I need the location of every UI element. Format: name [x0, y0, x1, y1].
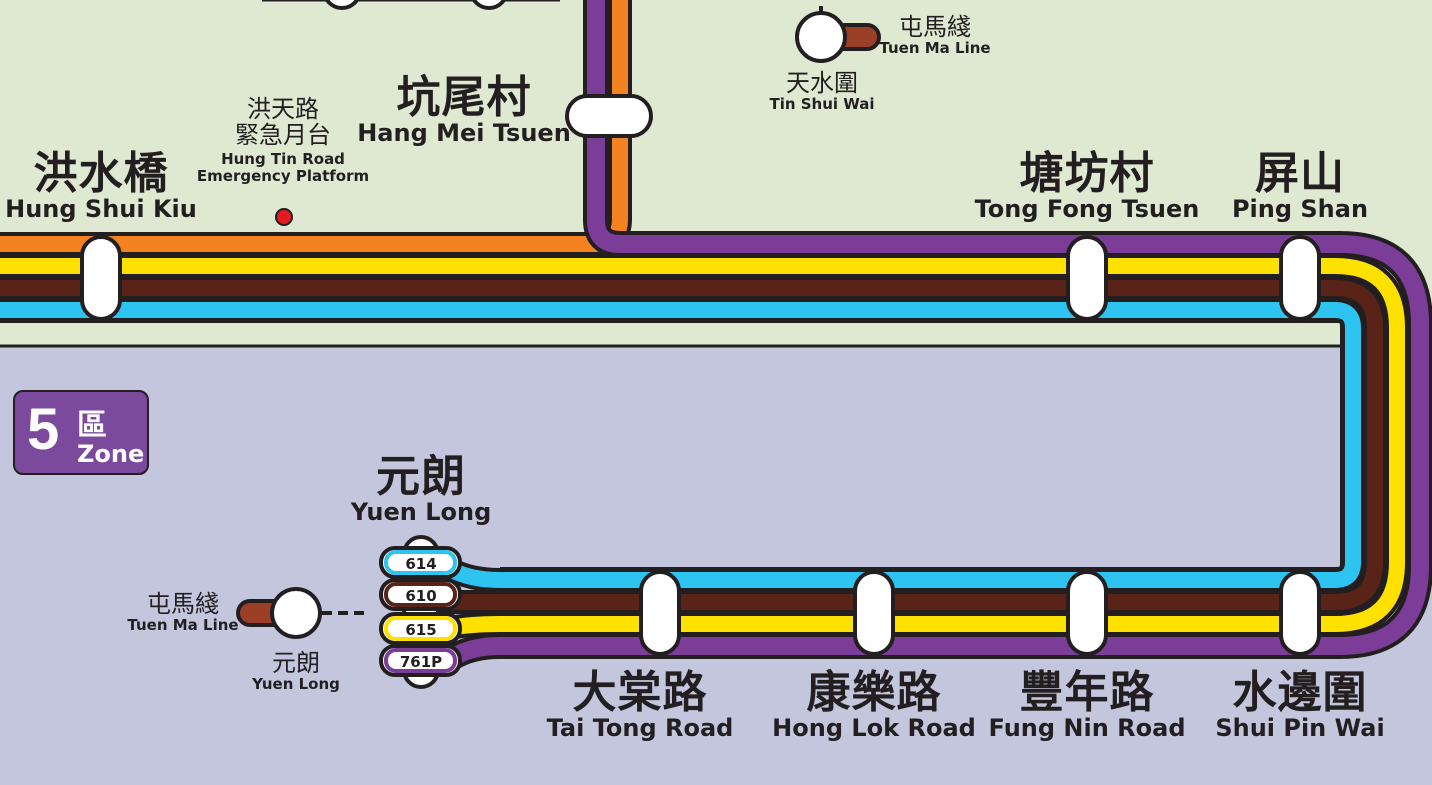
station-name-en: Yuen Long — [252, 675, 340, 694]
stop-marker-tong-fong-tsuen — [1066, 235, 1108, 321]
stop-marker-hang-mei-tsuen — [565, 94, 653, 138]
tin-shui-wai-mtr-marker — [795, 6, 881, 63]
station-name-zh: 康樂路 — [806, 667, 942, 718]
stop-marker-fung-nin-road — [1066, 570, 1108, 656]
station-name-zh: 大棠路 — [572, 667, 708, 718]
station-tin-shui-wai[interactable]: 天水圍 Tin Shui Wai — [769, 70, 874, 114]
tuen-ma-line-label-top: 屯馬綫 Tuen Ma Line — [879, 14, 990, 58]
line-name-zh: 屯馬綫 — [898, 13, 971, 41]
station-hong-lok-road[interactable]: 康樂路 Hong Lok Road — [772, 667, 976, 742]
line-name-zh: 屯馬綫 — [146, 590, 219, 618]
stop-marker-hong-lok-road — [853, 570, 895, 656]
station-tai-tong-road[interactable]: 大棠路 Tai Tong Road — [546, 667, 734, 742]
station-name-en: Shui Pin Wai — [1215, 714, 1385, 742]
station-name-zh: 屏山 — [1255, 148, 1345, 199]
station-yuen-long-mtr[interactable]: 元朗 Yuen Long — [252, 650, 340, 694]
station-marker-top-1 — [324, 0, 360, 10]
station-name-zh: 塘坊村 — [1019, 148, 1155, 199]
station-name-en: Tong Fong Tsuen — [974, 195, 1200, 223]
station-name-zh: 水邊圍 — [1232, 667, 1368, 718]
stop-marker-shui-pin-wai — [1279, 570, 1321, 656]
station-name-en: Ping Shan — [1231, 195, 1369, 223]
station-name-zh: 元朗 — [375, 451, 466, 502]
zone-label-en: Zone — [77, 440, 145, 468]
station-name-en: Tai Tong Road — [546, 714, 734, 742]
station-name-zh: 豐年路 — [1019, 667, 1155, 718]
station-name-zh: 元朗 — [272, 649, 320, 677]
route-610-line — [0, 276, 1387, 614]
station-yuen-long[interactable]: 元朗 Yuen Long — [350, 451, 492, 526]
route-610-label: 610 — [405, 587, 436, 605]
station-hung-tin-road[interactable]: 洪天路 緊急月台 Hung Tin Road Emergency Platfor… — [197, 96, 369, 185]
route-614-line — [0, 298, 1365, 592]
tuen-ma-line-label-bottom: 屯馬綫 Tuen Ma Line — [127, 591, 238, 635]
station-marker-top-2 — [471, 0, 507, 10]
yuen-long-terminus: 614 610 615 761P — [379, 535, 462, 689]
station-name-en: Fung Nin Road — [988, 714, 1186, 742]
station-ping-shan[interactable]: 屏山 Ping Shan — [1231, 148, 1369, 223]
station-name-en: Hang Mei Tsuen — [357, 119, 571, 147]
zone-badge: 5 區 Zone — [13, 390, 149, 475]
route-761P-label: 761P — [400, 653, 442, 671]
station-name-zh: 天水圍 — [785, 69, 858, 97]
station-name-zh-line1: 洪天路 — [247, 95, 319, 123]
station-hung-shui-kiu[interactable]: 洪水橋 Hung Shui Kiu — [5, 148, 197, 223]
station-name-zh: 洪水橋 — [33, 148, 169, 199]
emergency-platform-dot — [275, 208, 293, 226]
station-shui-pin-wai[interactable]: 水邊圍 Shui Pin Wai — [1215, 667, 1385, 742]
station-name-en: Tin Shui Wai — [769, 95, 875, 114]
station-name-en: Hung Shui Kiu — [5, 195, 197, 223]
station-name-en: Hong Lok Road — [772, 714, 976, 742]
station-fung-nin-road[interactable]: 豐年路 Fung Nin Road — [988, 667, 1186, 742]
yuen-long-mtr-marker — [236, 587, 370, 639]
route-761P-line — [420, 0, 1432, 672]
station-name-en-line1: Hung Tin Road — [221, 149, 345, 168]
route-615-label: 615 — [405, 621, 436, 639]
zone-number: 5 — [27, 397, 60, 462]
route-615-line — [0, 254, 1409, 640]
zone-label-zh: 區 — [77, 408, 107, 443]
station-name-en-line2: Emergency Platform — [196, 167, 370, 186]
station-name-zh-line2: 緊急月台 — [235, 121, 331, 150]
line-name-en: Tuen Ma Line — [879, 39, 991, 58]
station-name-en: Yuen Long — [350, 498, 492, 526]
station-tong-fong-tsuen[interactable]: 塘坊村 Tong Fong Tsuen — [974, 148, 1200, 223]
station-name-zh: 坑尾村 — [396, 72, 532, 123]
line-name-en: Tuen Ma Line — [127, 616, 239, 635]
stop-marker-ping-shan — [1279, 235, 1321, 321]
stop-marker-tai-tong-road — [639, 570, 681, 656]
zone-5-area — [0, 345, 1432, 785]
route-614-label: 614 — [405, 555, 436, 573]
stop-marker-hung-shui-kiu — [80, 235, 122, 321]
station-hang-mei-tsuen[interactable]: 坑尾村 Hang Mei Tsuen — [357, 72, 571, 147]
